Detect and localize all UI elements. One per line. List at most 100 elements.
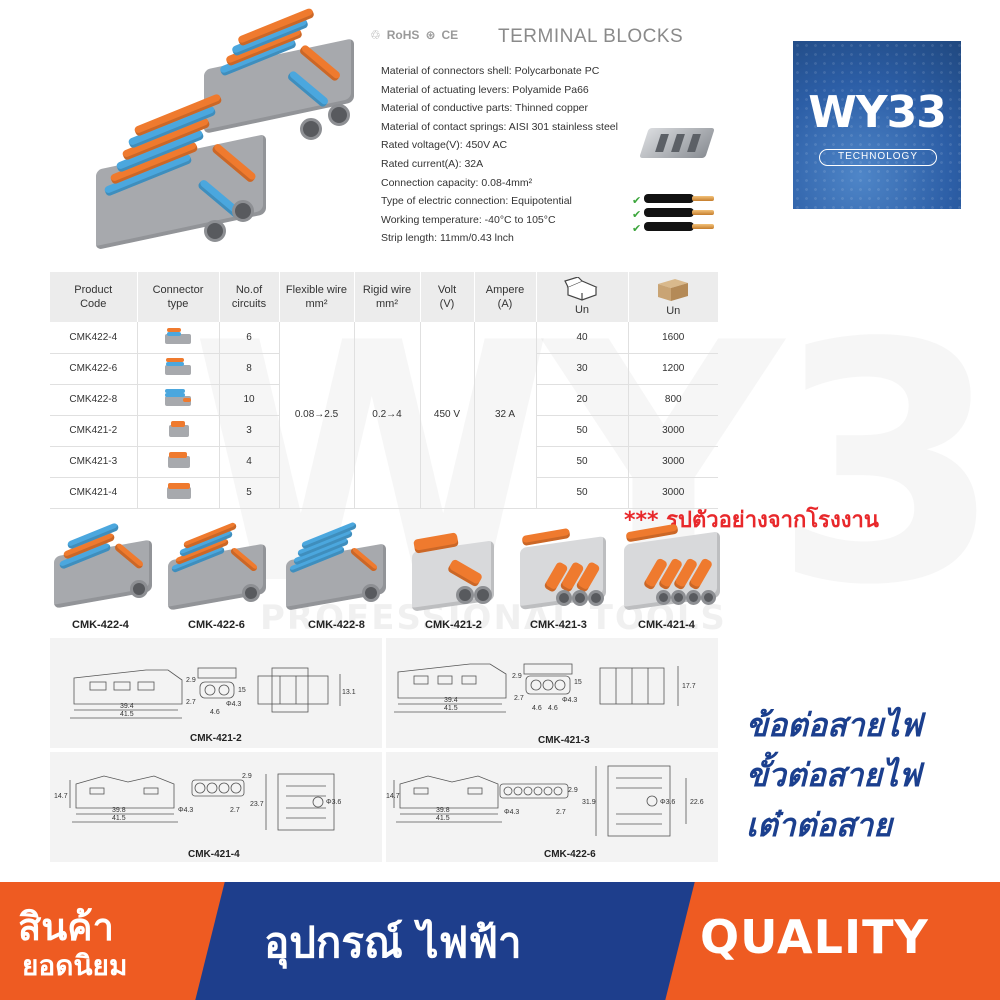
connector-photo-front xyxy=(92,93,272,258)
check-icon: ✔ xyxy=(632,195,642,207)
cell-small-box: 50 xyxy=(535,477,628,509)
header-big-box: Un xyxy=(627,272,718,322)
dim-label: Φ4.3 xyxy=(562,697,577,704)
dim-label: 41.5 xyxy=(112,815,126,822)
spec-item: Strip length: 11mm/0.43 lnch xyxy=(381,232,514,245)
cell-small-box: 50 xyxy=(535,446,628,478)
recycle-icon: ♲ xyxy=(370,28,381,42)
product-image-cmk-422-4 xyxy=(52,522,156,609)
brand-logo: WY33 TECHNOLOGY xyxy=(793,41,961,209)
spec-item: Working temperature: -40°C to 105°C xyxy=(381,213,556,226)
check-icon: ✔ xyxy=(632,223,642,235)
product-image-cmk-421-2 xyxy=(408,530,498,612)
promo-banner: สินค้า ยอดนิยม อุปกรณ์ ไฟฟ้า QUALITY xyxy=(0,882,1000,1000)
cell-ampere: 32 A xyxy=(473,322,536,509)
connector-thumb xyxy=(163,419,193,439)
cell-small-box: 40 xyxy=(535,322,628,354)
connector-photo-back xyxy=(200,7,360,140)
dim-label: 2.9 xyxy=(242,773,252,780)
drawing-label: CMK-421-3 xyxy=(538,735,590,746)
spec-item: Rated current(A): 32A xyxy=(381,157,484,170)
drawing-label: CMK-422-6 xyxy=(544,849,596,860)
side-text: ข้อต่อสายไฟ xyxy=(746,706,923,744)
dim-label: 31.9 xyxy=(582,799,596,806)
product-image-cmk-422-8 xyxy=(284,521,390,611)
ce-icon: ⊛ xyxy=(425,28,436,42)
product-label: CMK-422-4 xyxy=(72,619,129,631)
product-image-cmk-422-6 xyxy=(166,521,270,611)
rohs-mark: RoHS xyxy=(386,28,420,42)
spec-item: Rated voltage(V): 450V AC xyxy=(381,139,508,152)
table-row: CMK422-8 10 20 800 xyxy=(50,384,718,416)
banner-quality: QUALITY xyxy=(700,910,929,964)
spring-clip-image xyxy=(639,122,715,166)
dim-label: 41.5 xyxy=(436,815,450,822)
cell-code: CMK422-8 xyxy=(50,384,137,416)
drawing-label: CMK-421-4 xyxy=(188,849,240,860)
banner-category: อุปกรณ์ ไฟฟ้า xyxy=(264,918,522,967)
dim-label: 41.5 xyxy=(444,705,458,712)
cell-type xyxy=(136,322,219,354)
drawing-panel-cmk-421-3: 39.4 41.5 2.9 15 2.7 4.6 4.6 Φ4.3 17.7 C… xyxy=(386,638,718,748)
product-image-cmk-421-3 xyxy=(516,527,610,612)
side-text: ขั้วต่อสายไฟ xyxy=(746,756,921,794)
side-text: เต๋าต่อสาย xyxy=(746,806,892,844)
product-label: CMK-422-8 xyxy=(308,619,365,631)
ce-mark: CE xyxy=(441,28,459,42)
dim-label: 2.9 xyxy=(512,673,522,680)
connector-thumb xyxy=(163,326,193,346)
product-label: CMK-421-2 xyxy=(425,619,482,631)
dim-label: Φ3.6 xyxy=(326,799,341,806)
banner-popular-line2: ยอดนิยม xyxy=(22,949,128,982)
cell-flexible-wire: 0.08→2.5 xyxy=(278,322,354,509)
cell-big-box: 1200 xyxy=(627,353,718,385)
technical-drawing: 39.4 41.5 2.9 15 2.7 4.6 Φ4.3 13.1 xyxy=(70,667,356,719)
product-image-cmk-421-4 xyxy=(620,523,724,612)
dim-label: 2.7 xyxy=(514,695,524,702)
cell-type xyxy=(136,477,219,509)
spec-list: Material of connectors shell: Polycarbon… xyxy=(381,62,618,248)
spec-item: Type of electric connection: Equipotenti… xyxy=(381,195,572,208)
technical-drawing: 14.7 39.8 41.5 2.9 Φ4.3 2.7 23.7 Φ3.6 xyxy=(54,773,341,831)
cell-type xyxy=(136,353,219,385)
product-label: CMK-422-6 xyxy=(188,619,245,631)
dim-label: 39.4 xyxy=(120,703,134,710)
dim-label: 39.4 xyxy=(444,697,458,704)
product-label: CMK-421-3 xyxy=(530,619,587,631)
dim-label: 13.1 xyxy=(342,689,356,696)
spec-item: Material of connectors shell: Polycarbon… xyxy=(381,65,600,77)
cell-big-box: 3000 xyxy=(627,415,718,447)
drawing-panel-cmk-422-6: 14.7 39.8 41.5 2.9 Φ4.3 2.7 31.9 Φ3.6 22… xyxy=(386,752,718,862)
dim-label: Φ4.3 xyxy=(226,701,241,708)
cell-big-box: 3000 xyxy=(627,446,718,478)
technical-drawing: 39.4 41.5 2.9 15 2.7 4.6 4.6 Φ4.3 17.7 xyxy=(394,663,696,713)
cell-type xyxy=(136,384,219,416)
technical-drawing: 14.7 39.8 41.5 2.9 Φ4.3 2.7 31.9 Φ3.6 22… xyxy=(386,765,704,837)
connector-thumb xyxy=(163,450,193,470)
cell-circuits: 10 xyxy=(218,384,279,416)
cell-circuits: 6 xyxy=(218,322,279,354)
table-row: CMK421-3 4 50 3000 xyxy=(50,446,718,478)
dim-label: 2.7 xyxy=(186,699,196,706)
drawing-panel-cmk-421-4: 14.7 39.8 41.5 2.9 Φ4.3 2.7 23.7 Φ3.6 CM… xyxy=(50,752,382,862)
cell-circuits: 4 xyxy=(218,446,279,478)
logo-tagline: TECHNOLOGY xyxy=(819,149,937,166)
connector-thumb xyxy=(163,481,193,501)
dim-label: 2.7 xyxy=(556,809,566,816)
dim-label: 4.6 xyxy=(532,705,542,712)
check-icon: ✔ xyxy=(632,209,642,221)
cell-circuits: 8 xyxy=(218,353,279,385)
spec-item: Material of conductive parts: Thinned co… xyxy=(381,102,589,115)
cell-small-box: 20 xyxy=(535,384,628,416)
certification-marks: ♲ RoHS ⊛ CE xyxy=(370,28,458,42)
banner-popular-line1: สินค้า xyxy=(18,905,114,949)
cell-small-box: 50 xyxy=(535,415,628,447)
open-box-icon xyxy=(564,277,598,301)
table-row: CMK422-4 6 0.08→2.5 0.2→4 450 V 32 A 40 … xyxy=(50,322,718,509)
connector-thumb xyxy=(163,388,193,408)
dim-label: Φ4.3 xyxy=(178,807,193,814)
table-row: CMK422-6 8 30 1200 xyxy=(50,353,718,385)
dim-label: 15 xyxy=(574,679,582,686)
